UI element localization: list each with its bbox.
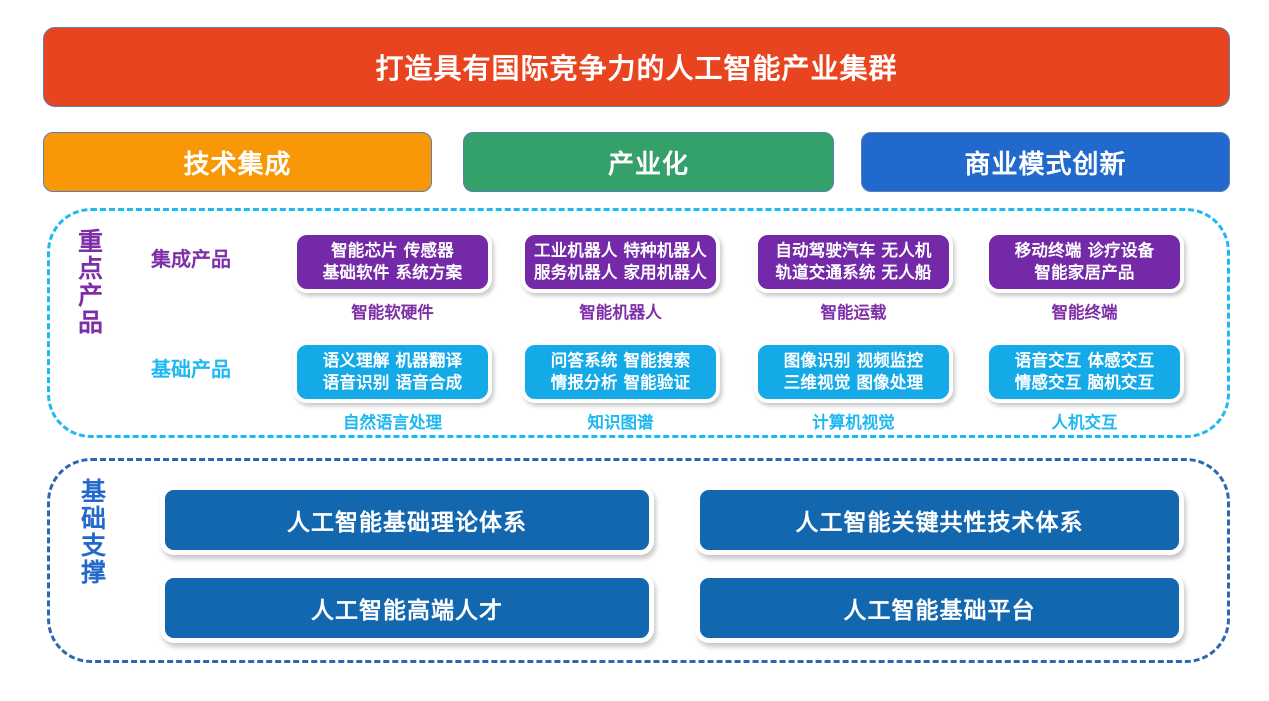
product-cell: 移动终端 诊疗设备 智能家居产品 智能终端: [985, 231, 1184, 323]
product-line: 轨道交通系统 无人船: [775, 263, 932, 282]
product-caption: 智能软硬件: [351, 303, 434, 322]
focus-products-panel: [47, 208, 1230, 438]
product-caption: 智能机器人: [579, 303, 662, 322]
support-side-label: 基础支撑: [77, 478, 107, 586]
product-line: 基础软件 系统方案: [322, 263, 463, 282]
product-line: 三维视觉 图像处理: [783, 373, 924, 392]
pillar-industrialization: 产业化: [463, 132, 834, 192]
product-cell: 工业机器人 特种机器人 服务机器人 家用机器人 智能机器人: [521, 231, 720, 323]
pillar-technology-integration: 技术集成: [43, 132, 432, 192]
support-box-label: 人工智能高端人才: [311, 598, 503, 624]
pillar-label: 商业模式创新: [964, 149, 1127, 180]
product-caption: 计算机视觉: [812, 413, 895, 432]
product-line: 移动终端 诊疗设备: [1014, 241, 1155, 261]
product-line: 工业机器人 特种机器人: [534, 241, 707, 261]
product-caption: 自然语言处理: [343, 413, 442, 432]
support-box-key-technology: 人工智能关键共性技术体系: [695, 485, 1184, 555]
product-caption: 人机交互: [1051, 413, 1118, 432]
product-cell: 问答系统 智能搜索 情报分析 智能验证 知识图谱: [521, 341, 720, 433]
product-line: 自动驾驶汽车 无人机: [775, 241, 932, 261]
product-cell: 语义理解 机器翻译 语音识别 语音合成 自然语言处理: [293, 341, 492, 433]
product-chip: 自动驾驶汽车 无人机 轨道交通系统 无人船: [754, 231, 953, 293]
support-box-platform: 人工智能基础平台: [695, 573, 1184, 643]
product-line: 语音识别 语音合成: [322, 373, 463, 392]
product-chip: 问答系统 智能搜索 情报分析 智能验证: [521, 341, 720, 403]
support-panel: [47, 458, 1230, 663]
product-chip: 智能芯片 传感器 基础软件 系统方案: [293, 231, 492, 293]
support-box-label: 人工智能基础平台: [843, 598, 1036, 624]
product-line: 语音交互 体感交互: [1014, 351, 1155, 371]
pillar-label: 技术集成: [183, 149, 292, 180]
product-line: 图像识别 视频监控: [783, 351, 924, 371]
product-line: 问答系统 智能搜索: [550, 351, 691, 371]
product-line: 情报分析 智能验证: [550, 373, 691, 392]
row-label-basic-products: 基础产品: [151, 357, 231, 381]
support-box-label: 人工智能基础理论体系: [287, 510, 527, 536]
product-caption: 智能运载: [820, 303, 887, 322]
support-box-basic-theory: 人工智能基础理论体系: [160, 485, 654, 555]
product-chip: 移动终端 诊疗设备 智能家居产品: [985, 231, 1184, 293]
product-cell: 语音交互 体感交互 情感交互 脑机交互 人机交互: [985, 341, 1184, 433]
product-chip: 工业机器人 特种机器人 服务机器人 家用机器人: [521, 231, 720, 293]
product-caption: 知识图谱: [587, 413, 654, 432]
focus-products-side-label: 重点产品: [74, 228, 104, 336]
product-caption: 智能终端: [1051, 303, 1118, 322]
product-cell: 智能芯片 传感器 基础软件 系统方案 智能软硬件: [293, 231, 492, 323]
support-box-label: 人工智能关键共性技术体系: [795, 510, 1084, 536]
product-chip: 语义理解 机器翻译 语音识别 语音合成: [293, 341, 492, 403]
product-cell: 图像识别 视频监控 三维视觉 图像处理 计算机视觉: [754, 341, 953, 433]
support-box-talent: 人工智能高端人才: [160, 573, 654, 643]
main-title-banner: 打造具有国际竞争力的人工智能产业集群: [43, 27, 1230, 107]
product-line: 智能家居产品: [1034, 263, 1135, 282]
product-cell: 自动驾驶汽车 无人机 轨道交通系统 无人船 智能运载: [754, 231, 953, 323]
pillar-label: 产业化: [607, 149, 689, 180]
product-line: 情感交互 脑机交互: [1014, 373, 1155, 392]
row-label-integrated-products: 集成产品: [151, 247, 231, 271]
pillar-business-model-innovation: 商业模式创新: [861, 132, 1230, 192]
product-chip: 语音交互 体感交互 情感交互 脑机交互: [985, 341, 1184, 403]
product-line: 语义理解 机器翻译: [322, 351, 463, 371]
product-chip: 图像识别 视频监控 三维视觉 图像处理: [754, 341, 953, 403]
product-line: 服务机器人 家用机器人: [534, 263, 707, 282]
product-line: 智能芯片 传感器: [331, 241, 454, 261]
main-title-text: 打造具有国际竞争力的人工智能产业集群: [375, 52, 898, 85]
